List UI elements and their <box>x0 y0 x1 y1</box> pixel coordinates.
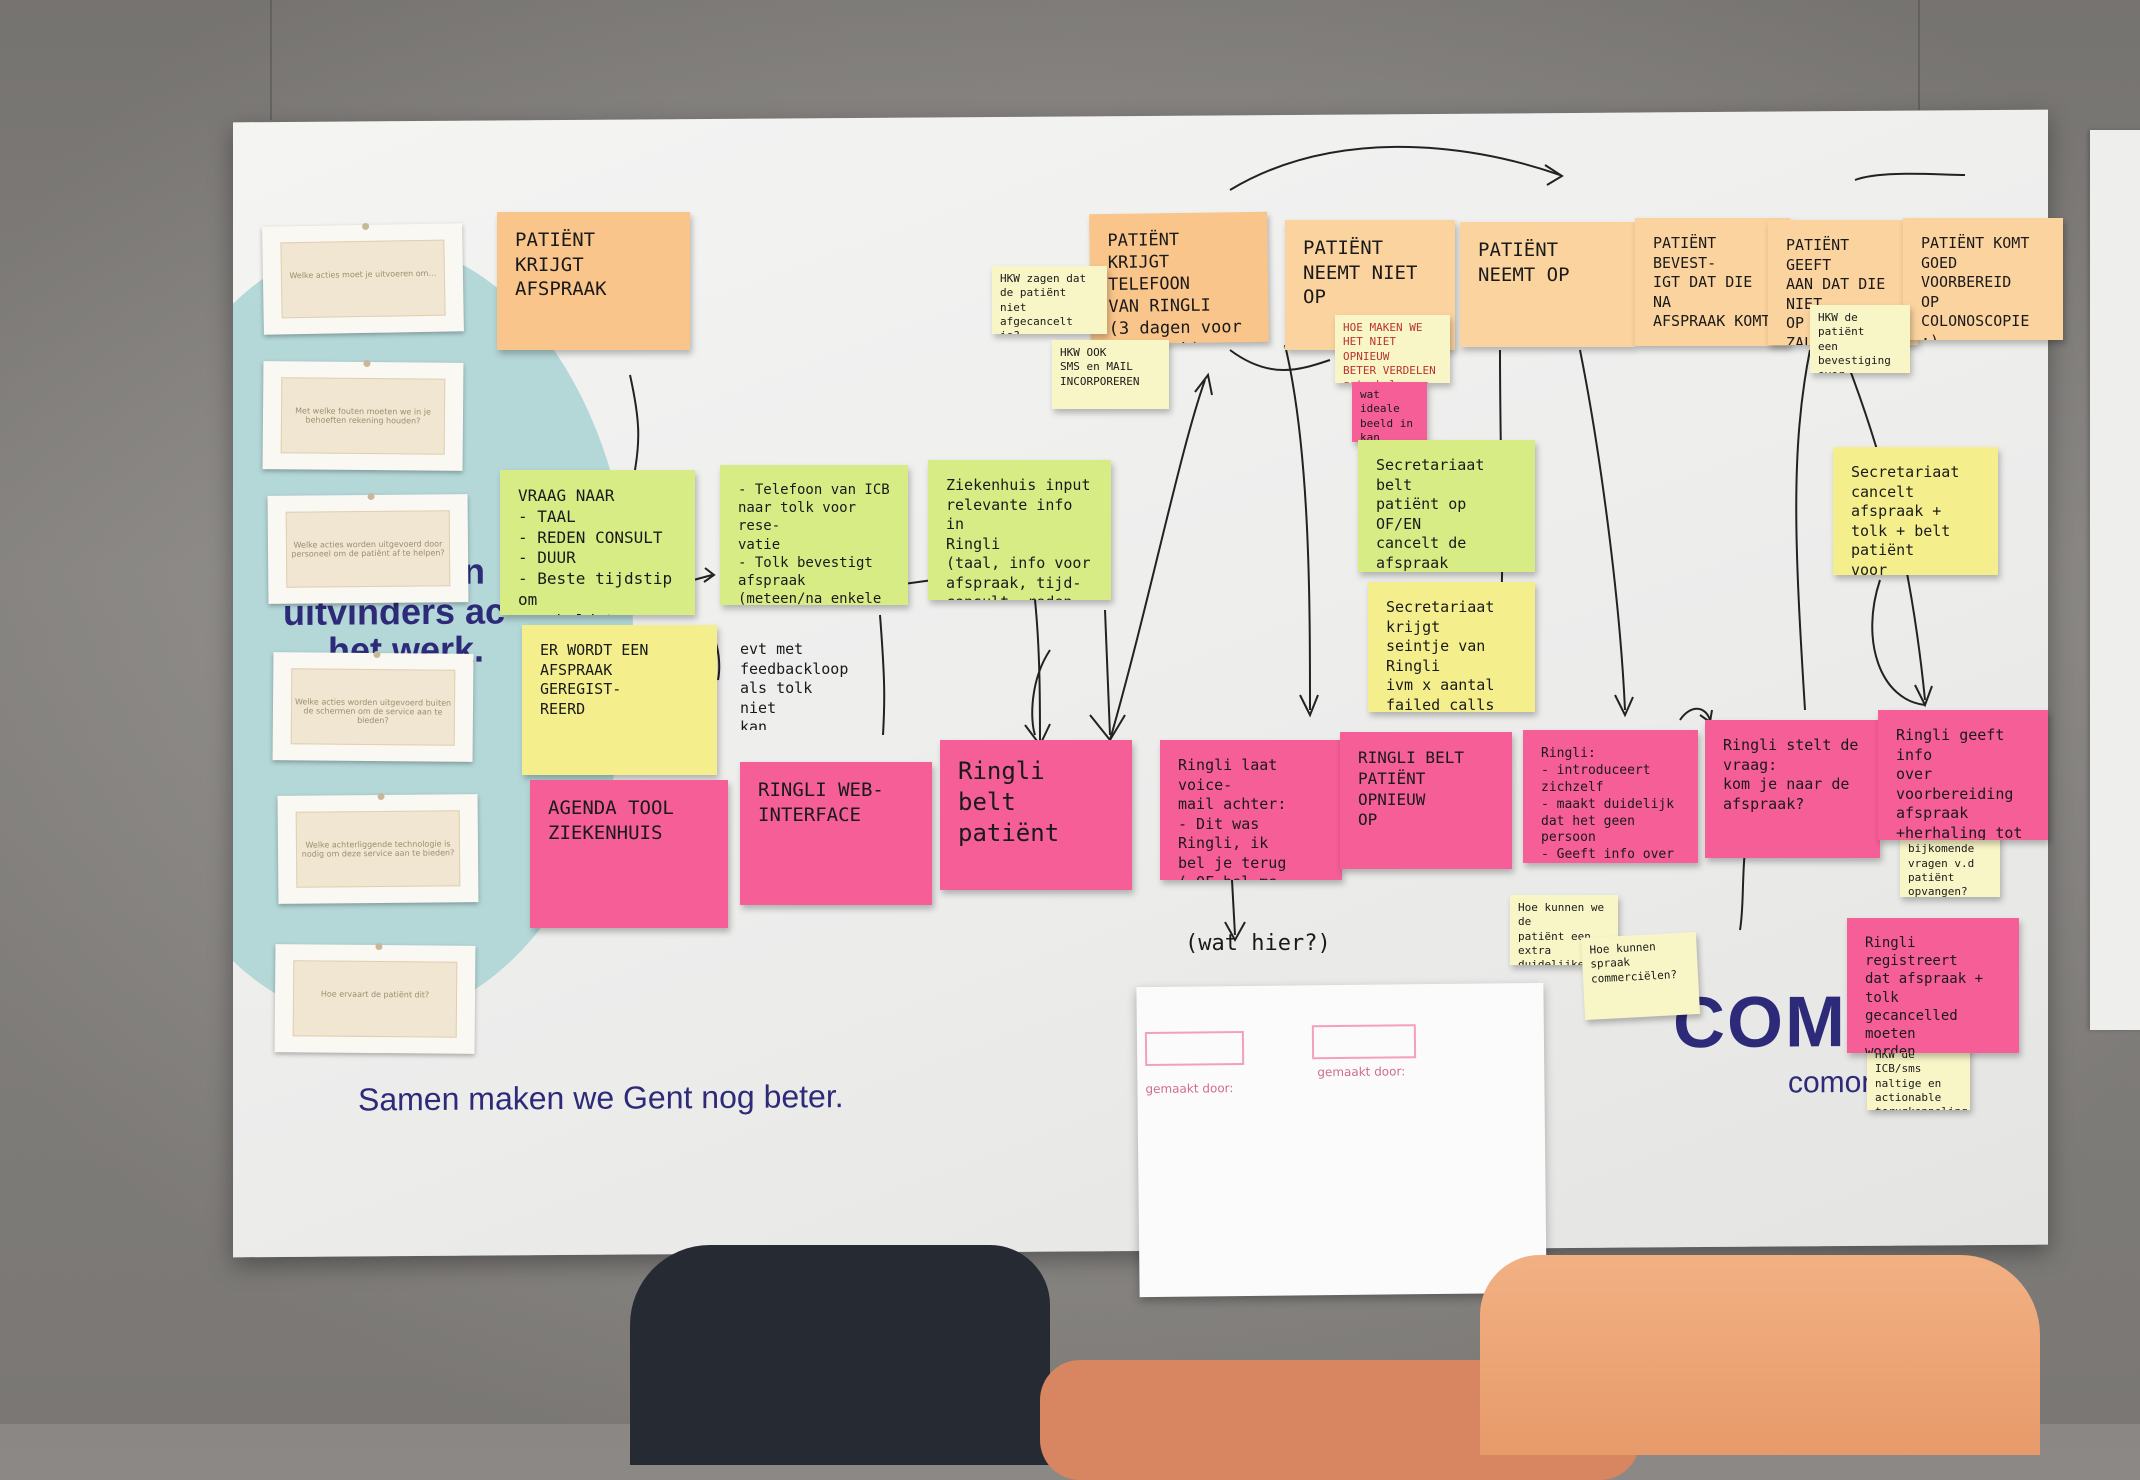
sticky-note-secretariaat-belt: Secretariaat belt patiënt op OF/EN cance… <box>1358 440 1535 572</box>
sticky-note-patient-neemt-op: PATIËNT NEEMT OP <box>1460 222 1635 347</box>
mini-note-ideale-beeld: wat ideale beeld in kan <box>1352 382 1427 442</box>
side-whiteboard <box>2090 130 2140 1030</box>
mini-note-hkw-afgecancelt: HKW zagen dat de patiënt niet afgecancel… <box>992 266 1107 334</box>
sticky-note-ringli-introduceert: Ringli: - introduceert zichzelf - maakt … <box>1523 730 1698 863</box>
sticky-note-ziekenhuis-input: Ziekenhuis input relevante info in Ringl… <box>928 460 1111 600</box>
mini-note-spraak: Hoe kunnen spraak commerciëlen? <box>1580 932 1701 1020</box>
paper-label: gemaakt door: <box>1145 1081 1234 1097</box>
jacket <box>630 1245 1050 1465</box>
annotation-feedbackloop: evt met feedbackloop als tolk niet kan <box>740 640 849 730</box>
sticky-note-vraag-naar: VRAAG NAAR - TAAL - REDEN CONSULT - DUUR… <box>500 470 695 615</box>
marker-arrows <box>629 145 1966 943</box>
sticky-note-agenda-tool: AGENDA TOOL ZIEKENHUIS <box>530 780 728 928</box>
sticky-note-patient-komt-voorbereid: PATIËNT KOMT GOED VOORBEREID OP COLONOSC… <box>1903 218 2063 340</box>
sticky-note-patient-krijgt-afspraak: PATIËNT KRIJGT AFSPRAAK <box>497 212 690 350</box>
paper-box <box>1311 1024 1417 1060</box>
mini-note-hoe-verdelen: HOE MAKEN WE HET NIET OPNIEUW BETER VERD… <box>1335 315 1450 383</box>
mini-note-hkw-icb: HKW de ICB/sms naltige en actionable ter… <box>1867 1042 1970 1110</box>
sticky-note-ringli-stelt-vraag: Ringli stelt de vraag: kom je naar de af… <box>1705 720 1880 858</box>
sticky-note-secretariaat-seintje: Secretariaat krijgt seintje van Ringli i… <box>1368 582 1535 712</box>
sticky-note-telefoon-icb: - Telefoon van ICB naar tolk voor rese- … <box>720 465 908 605</box>
sticky-note-patient-bevestigt: PATIËNT BEVEST- IGT DAT DIE NA AFSPRAAK … <box>1635 218 1790 346</box>
sticky-note-ringli-geeft-info: Ringli geeft info over voorbereiding afs… <box>1878 710 2048 840</box>
hanging-wire-right <box>1918 0 1920 110</box>
sticky-note-ringli-webinterface: RINGLI WEB- INTERFACE <box>740 762 932 905</box>
pinned-paper-sheet: gemaakt door: gemaakt door: <box>1136 982 1547 1298</box>
sticky-note-ringli-belt-opnieuw: RINGLI BELT PATIËNT OPNIEUW OP <box>1340 732 1512 869</box>
mini-note-hkw-sms-mail: HKW OOK SMS en MAIL INCORPOREREN <box>1052 340 1169 409</box>
sticky-note-patient-krijgt-telefoon: PATIËNT KRIJGT TELEFOON VAN RINGLI (3 da… <box>1089 211 1269 345</box>
sticky-note-ringli-belt: Ringli belt patiënt <box>940 740 1132 890</box>
paper-box <box>1144 1031 1245 1067</box>
sticky-note-afspraak-geregistreerd: ER WORDT EEN AFSPRAAK GEREGIST- REERD <box>522 625 717 775</box>
hanging-wire-left <box>270 0 272 120</box>
sticky-note-ringli-registreert: Ringli registreert dat afspraak + tolk g… <box>1847 918 2019 1053</box>
cushion <box>1480 1255 2040 1455</box>
sticky-note-ringli-voicemail: Ringli laat voice- mail achter: - Dit wa… <box>1160 740 1342 880</box>
paper-label: gemaakt door: <box>1317 1064 1406 1080</box>
annotation-wat-hier: (wat hier?) <box>1185 931 1331 956</box>
sticky-note-secretariaat-cancelt: Secretariaat cancelt afspraak + tolk + b… <box>1833 447 1998 575</box>
mini-note-hkw-bevestiging: HKW de patiënt een bevestiging over annu… <box>1810 305 1910 373</box>
